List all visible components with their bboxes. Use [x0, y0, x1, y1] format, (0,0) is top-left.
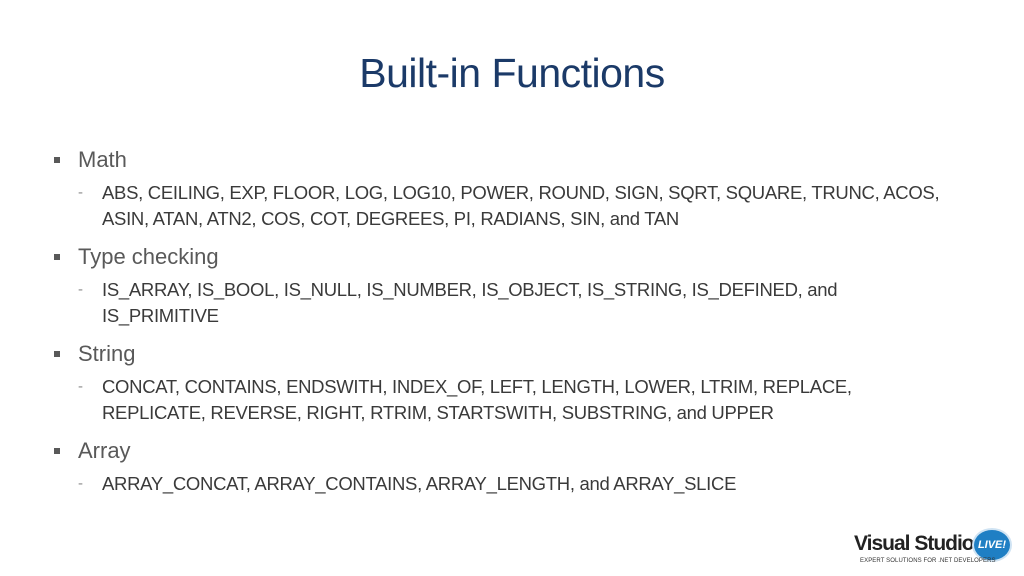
square-bullet-icon	[54, 448, 60, 454]
dash-icon: -	[78, 378, 83, 395]
bullet-item-string: String - CONCAT, CONTAINS, ENDSWITH, IND…	[52, 339, 952, 426]
visual-studio-live-logo: Visual Studio LIVE! EXPERT SOLUTIONS FOR…	[854, 528, 1014, 568]
square-bullet-icon	[54, 157, 60, 163]
sub-item-text: ABS, CEILING, EXP, FLOOR, LOG, LOG10, PO…	[102, 182, 940, 229]
square-bullet-icon	[54, 351, 60, 357]
bullet-item-type-checking: Type checking - IS_ARRAY, IS_BOOL, IS_NU…	[52, 242, 952, 329]
logo-tagline: EXPERT SOLUTIONS FOR .NET DEVELOPERS	[860, 558, 996, 564]
dash-icon: -	[78, 475, 83, 492]
sub-item: - CONCAT, CONTAINS, ENDSWITH, INDEX_OF, …	[78, 374, 952, 426]
sub-item: - ABS, CEILING, EXP, FLOOR, LOG, LOG10, …	[78, 180, 952, 232]
bullet-label: Math	[78, 147, 127, 172]
bullet-label: Array	[78, 438, 131, 463]
live-badge-icon: LIVE!	[974, 530, 1010, 560]
sub-item: - IS_ARRAY, IS_BOOL, IS_NULL, IS_NUMBER,…	[78, 277, 952, 329]
dash-icon: -	[78, 281, 83, 298]
slide-title: Built-in Functions	[359, 50, 665, 96]
sub-item-text: ARRAY_CONCAT, ARRAY_CONTAINS, ARRAY_LENG…	[102, 473, 737, 494]
bullet-label: Type checking	[78, 244, 219, 269]
logo-wordmark: Visual Studio	[854, 532, 975, 555]
sub-item-text: IS_ARRAY, IS_BOOL, IS_NULL, IS_NUMBER, I…	[102, 279, 838, 326]
square-bullet-icon	[54, 254, 60, 260]
bullet-list: Math - ABS, CEILING, EXP, FLOOR, LOG, LO…	[52, 145, 952, 497]
dash-icon: -	[78, 184, 83, 201]
bullet-label: String	[78, 341, 136, 366]
sub-item: - ARRAY_CONCAT, ARRAY_CONTAINS, ARRAY_LE…	[78, 471, 952, 497]
bullet-item-math: Math - ABS, CEILING, EXP, FLOOR, LOG, LO…	[52, 145, 952, 232]
bullet-item-array: Array - ARRAY_CONCAT, ARRAY_CONTAINS, AR…	[52, 436, 952, 497]
sub-item-text: CONCAT, CONTAINS, ENDSWITH, INDEX_OF, LE…	[102, 376, 852, 423]
